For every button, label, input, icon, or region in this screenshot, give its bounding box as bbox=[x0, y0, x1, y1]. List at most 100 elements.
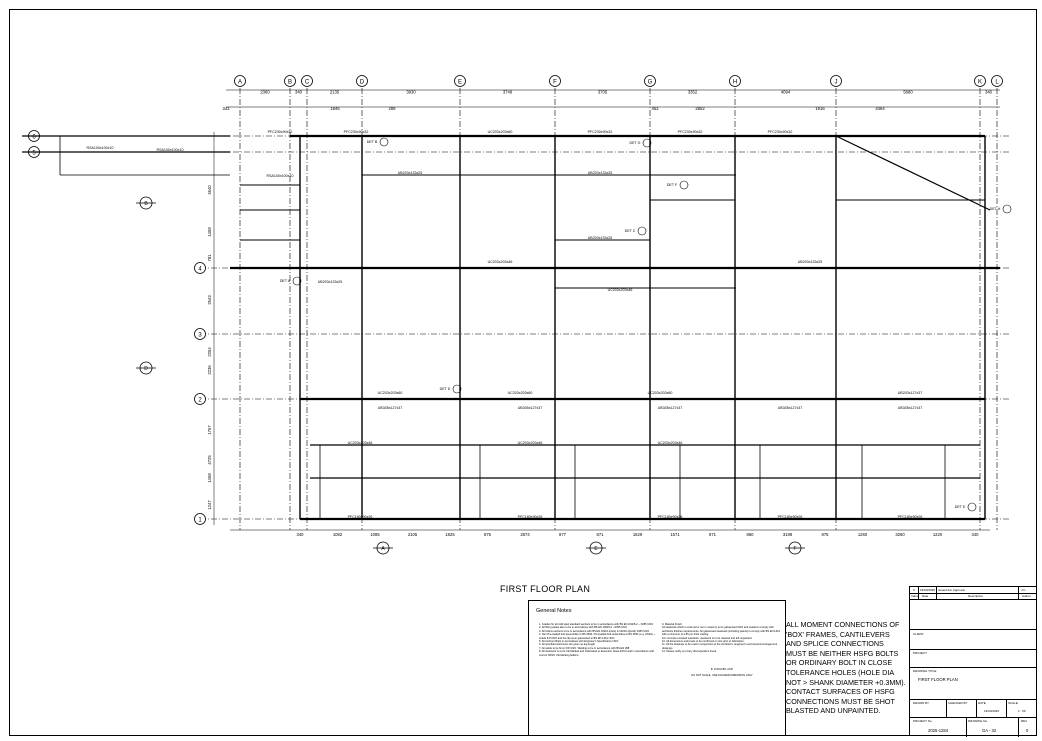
detail-label-3: DET D bbox=[440, 387, 451, 391]
top-dim-2: 2135 bbox=[330, 90, 340, 95]
bottom-dim-8: 871 bbox=[597, 532, 605, 537]
detail-label-6: DET G bbox=[630, 141, 641, 145]
note-12: 12. Please notify us of any discrepancie… bbox=[662, 650, 717, 654]
detail-circle-1 bbox=[292, 276, 302, 286]
bottom-dim-11: 871 bbox=[709, 532, 717, 537]
detail-label-2: DET C bbox=[625, 229, 636, 233]
grid-bubble-K bbox=[974, 75, 986, 87]
drawing-no: GA - 32 bbox=[982, 728, 997, 733]
bottom-dim-7: 877 bbox=[559, 532, 567, 537]
note-9-text: All steelwork which is external or set i… bbox=[662, 626, 780, 637]
project-label: PROJECT bbox=[913, 651, 928, 655]
left-dim-1: 1458 bbox=[207, 227, 212, 237]
grid-bubble-H bbox=[729, 75, 741, 87]
member-label-23: PFC180x90x26 bbox=[658, 515, 683, 519]
member-label-28: UC203x203x60 bbox=[648, 391, 673, 395]
member-label-6: UB203x133x25 bbox=[398, 171, 423, 175]
client-label: CLIENT bbox=[913, 632, 924, 636]
grid-bubble-L bbox=[991, 75, 1003, 87]
drawn-by-label: DRAWN BY bbox=[913, 701, 930, 705]
grid-bubble-B bbox=[284, 75, 296, 87]
bottom-dim-5: 875 bbox=[484, 532, 492, 537]
rev-row-author: J.C bbox=[1021, 588, 1026, 592]
project-no-label: PROJECT No. bbox=[913, 719, 933, 723]
grid-bubble-J bbox=[830, 75, 842, 87]
grid-label-F: F bbox=[553, 80, 557, 86]
member-label-11: UC203x203x46 bbox=[488, 260, 513, 264]
detail-label-1: DET A bbox=[280, 279, 291, 283]
top-dim-3: 3930 bbox=[406, 90, 416, 95]
top-dim2-3: 453 bbox=[652, 106, 660, 111]
left-dim-8: 1458 bbox=[207, 473, 212, 483]
top-dim-8: 5680 bbox=[903, 90, 913, 95]
grid-label-6: 6 bbox=[32, 135, 36, 141]
scale-value: 1 : 50 bbox=[1018, 709, 1026, 713]
note-9-text-2: For concrete encased steelwork, steelwor… bbox=[662, 636, 753, 640]
detail-circle-7 bbox=[1002, 204, 1012, 214]
grid-bubble-4 bbox=[194, 262, 206, 274]
grid-label-B: B bbox=[288, 80, 292, 86]
top-dim2-2: 289 bbox=[389, 106, 397, 111]
rev-head-index: Index bbox=[911, 594, 919, 598]
member-label-25: PFC180x90x26 bbox=[898, 515, 923, 519]
grid-label-K: K bbox=[978, 80, 982, 86]
grid-label-C: C bbox=[305, 80, 310, 86]
rev-row-description: Issued For Approval bbox=[938, 588, 965, 592]
detail-circle-4 bbox=[967, 502, 977, 512]
grid-label-5: 5 bbox=[32, 151, 36, 157]
detail-circle-2 bbox=[637, 226, 647, 236]
title-block: 0 19/03/2025 Issued For Approval J.C Ind… bbox=[909, 586, 1037, 737]
bottom-dim-16: 3260 bbox=[895, 532, 905, 537]
grid-label-A: A bbox=[238, 80, 242, 86]
notes-column-1: 1. Grades for all mild steel standard se… bbox=[539, 623, 657, 657]
bottom-dim-15: 1260 bbox=[858, 532, 868, 537]
member-label-5: PFC230x90x32 bbox=[768, 130, 793, 134]
detail-label-0: DET B bbox=[367, 140, 378, 144]
general-notes: General Notes 1. Grades for all mild ste… bbox=[528, 600, 786, 736]
note-8: 8. All steelwork is to be CE Marked and … bbox=[539, 650, 655, 657]
section-mark-B: B bbox=[144, 201, 148, 207]
project-no: 2025-1284 bbox=[928, 728, 949, 733]
bottom-dim-12: 860 bbox=[747, 532, 755, 537]
grid-bubble-G bbox=[644, 75, 656, 87]
member-label-15: UB305x127x37 bbox=[658, 406, 683, 410]
top-dim-7: 4094 bbox=[781, 90, 791, 95]
grid-label-E: E bbox=[458, 80, 462, 86]
member-label-20: UC203x203x46 bbox=[658, 441, 683, 445]
member-label-19: UC203x203x46 bbox=[518, 441, 543, 445]
member-label-16: UB305x127x37 bbox=[778, 406, 803, 410]
bottom-dim-18: 340 bbox=[972, 532, 980, 537]
grid-bubble-2 bbox=[194, 393, 206, 405]
member-label-1: PFC230x90x32 bbox=[344, 130, 369, 134]
scale-label: SCALE bbox=[1008, 701, 1018, 705]
member-label-27: UC203x203x60 bbox=[508, 391, 533, 395]
drawing-title: FIRST FLOOR PLAN bbox=[918, 677, 958, 682]
detail-circle-3 bbox=[452, 384, 462, 394]
section-mark-A: A bbox=[381, 546, 385, 552]
top-dim2-5: 1916 bbox=[815, 106, 825, 111]
detail-circle-0 bbox=[379, 137, 389, 147]
grid-label-J: J bbox=[835, 80, 838, 86]
note-5: 5. All Anchors Bolts in accordance with … bbox=[539, 640, 619, 644]
grid-label-3: 3 bbox=[198, 333, 202, 339]
grid-bubble-1 bbox=[194, 513, 206, 525]
top-dim-9: 340 bbox=[985, 90, 993, 95]
detail-circle-6 bbox=[642, 138, 652, 148]
top-dim-6: 3352 bbox=[688, 90, 698, 95]
member-label-29: UB203x127x37 bbox=[898, 391, 923, 395]
grid-label-L: L bbox=[995, 80, 999, 86]
bottom-dim-10: 1571 bbox=[670, 532, 680, 537]
member-label-31: RSA100x100x10 bbox=[87, 146, 114, 150]
section-mark-D: D bbox=[144, 366, 148, 372]
note-10: 10. All dimensions and levels to be conf… bbox=[662, 640, 745, 644]
grid-label-4: 4 bbox=[198, 267, 202, 273]
left-dim-3: 2643 bbox=[207, 295, 212, 305]
bottom-dim-17: 1220 bbox=[933, 532, 943, 537]
member-label-24: PFC180x90x26 bbox=[778, 515, 803, 519]
rev-head-author: Author bbox=[1022, 594, 1031, 598]
notes-heading: General Notes bbox=[536, 608, 572, 614]
detail-label-4: DET E bbox=[955, 505, 966, 509]
grid-bubble-C bbox=[301, 75, 313, 87]
bottom-dim-0: 340 bbox=[297, 532, 305, 537]
member-label-4: PFC230x90x32 bbox=[678, 130, 703, 134]
